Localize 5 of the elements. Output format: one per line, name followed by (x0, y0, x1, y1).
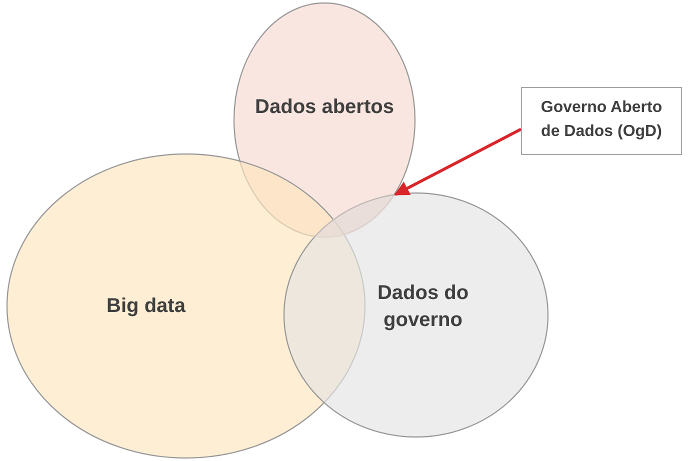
circle-label: Big data (106, 294, 187, 319)
arrow (394, 128, 522, 196)
callout-box: Governo Aberto de Dados (OgD) (521, 87, 682, 155)
circle-label: Dados do governo (376, 281, 470, 333)
circle-label: Dados abertos (254, 95, 395, 120)
